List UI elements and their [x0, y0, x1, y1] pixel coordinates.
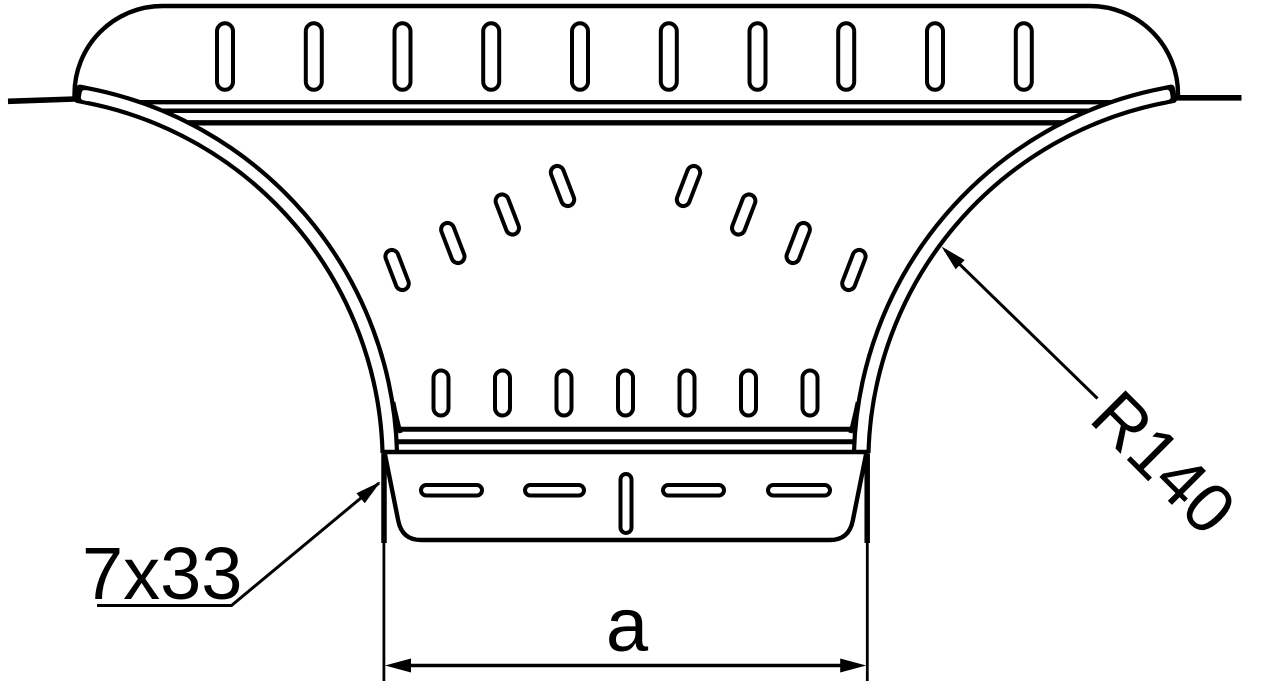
svg-text:7x33: 7x33 — [82, 532, 242, 615]
svg-text:a: a — [606, 583, 649, 668]
